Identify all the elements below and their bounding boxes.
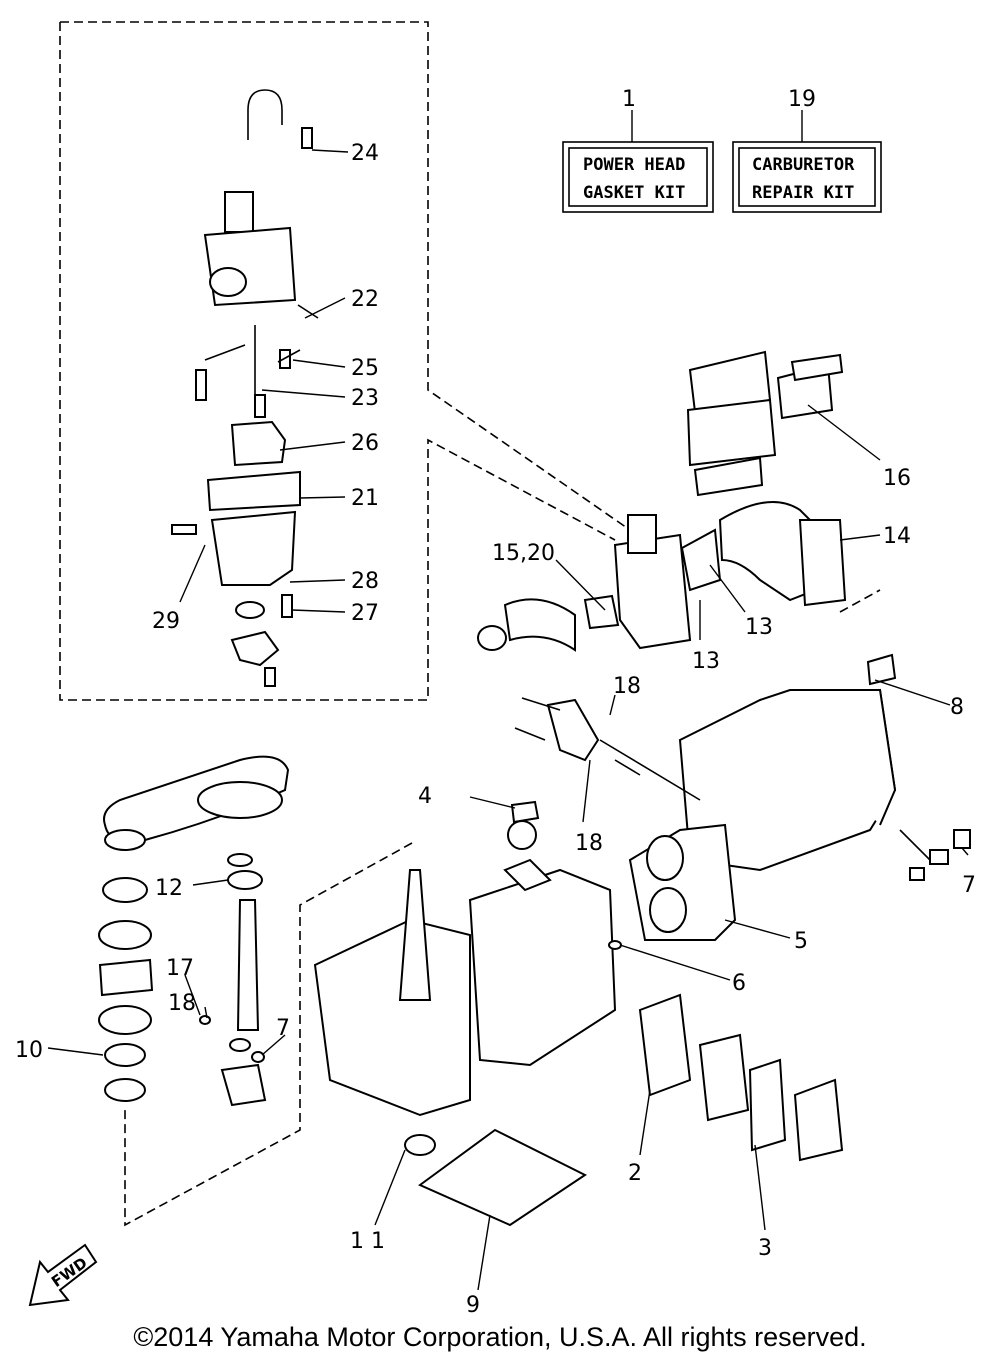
carburetor-kit-box[interactable]: 19 CARBURETOR REPAIR KIT <box>732 87 882 213</box>
label-part-22: 22 <box>351 287 379 312</box>
cylinder-head-parts <box>514 653 971 941</box>
label-part-10: 10 <box>15 1038 43 1063</box>
label-part-12: 12 <box>155 876 183 901</box>
copyright-notice: ©2014 Yamaha Motor Corporation, U.S.A. A… <box>133 1322 867 1352</box>
power-head-kit-line1: POWER HEAD <box>583 155 685 175</box>
label-part-3: 3 <box>758 1236 772 1261</box>
kit-number-19: 19 <box>788 87 816 112</box>
label-part-5: 5 <box>794 929 808 954</box>
label-part-29: 29 <box>152 609 180 634</box>
label-part-9: 9 <box>466 1293 480 1318</box>
label-part-25: 25 <box>351 356 379 381</box>
label-part-23: 23 <box>351 386 379 411</box>
label-part-27: 27 <box>351 601 379 626</box>
label-part-18c: 18 <box>168 991 196 1016</box>
carburetor-kit-line2: REPAIR KIT <box>752 183 854 203</box>
label-part-6: 6 <box>732 971 746 996</box>
part-number-labels: 24 22 25 23 26 21 28 27 29 15,20 13 13 1… <box>15 141 976 1318</box>
label-part-15-20: 15,20 <box>492 541 555 566</box>
power-head-kit-box[interactable]: 1 POWER HEAD GASKET KIT <box>562 87 714 213</box>
label-part-18b: 18 <box>575 831 603 856</box>
label-part-21: 21 <box>351 486 379 511</box>
fwd-arrow-icon: FWD <box>28 1243 98 1307</box>
kit-number-1: 1 <box>622 87 636 112</box>
leader-lines <box>47 149 969 1291</box>
label-part-8: 8 <box>950 695 964 720</box>
label-part-11: 1 1 <box>350 1229 385 1254</box>
carburetor-exploded-parts <box>171 89 319 687</box>
gaskets-and-plates <box>404 993 844 1227</box>
label-part-4: 4 <box>418 784 432 809</box>
label-part-18a: 18 <box>613 674 641 699</box>
label-part-24: 24 <box>351 141 379 166</box>
timing-belt-and-seals <box>98 755 290 1107</box>
label-part-16: 16 <box>883 466 911 491</box>
label-part-2: 2 <box>628 1161 642 1186</box>
label-part-13a: 13 <box>745 615 773 640</box>
carburetor-kit-line1: CARBURETOR <box>752 155 855 175</box>
label-part-7b: 7 <box>276 1016 290 1041</box>
label-part-17: 17 <box>166 956 194 981</box>
label-part-28: 28 <box>351 569 379 594</box>
label-part-13b: 13 <box>692 649 720 674</box>
carburetor-inset-frame <box>59 21 631 701</box>
crankcase-block-parts <box>124 800 622 1227</box>
label-part-26: 26 <box>351 431 379 456</box>
label-part-7a: 7 <box>962 873 976 898</box>
power-head-kit-line2: GASKET KIT <box>583 183 685 203</box>
intake-assembly-parts <box>477 350 881 652</box>
label-part-14: 14 <box>883 524 911 549</box>
